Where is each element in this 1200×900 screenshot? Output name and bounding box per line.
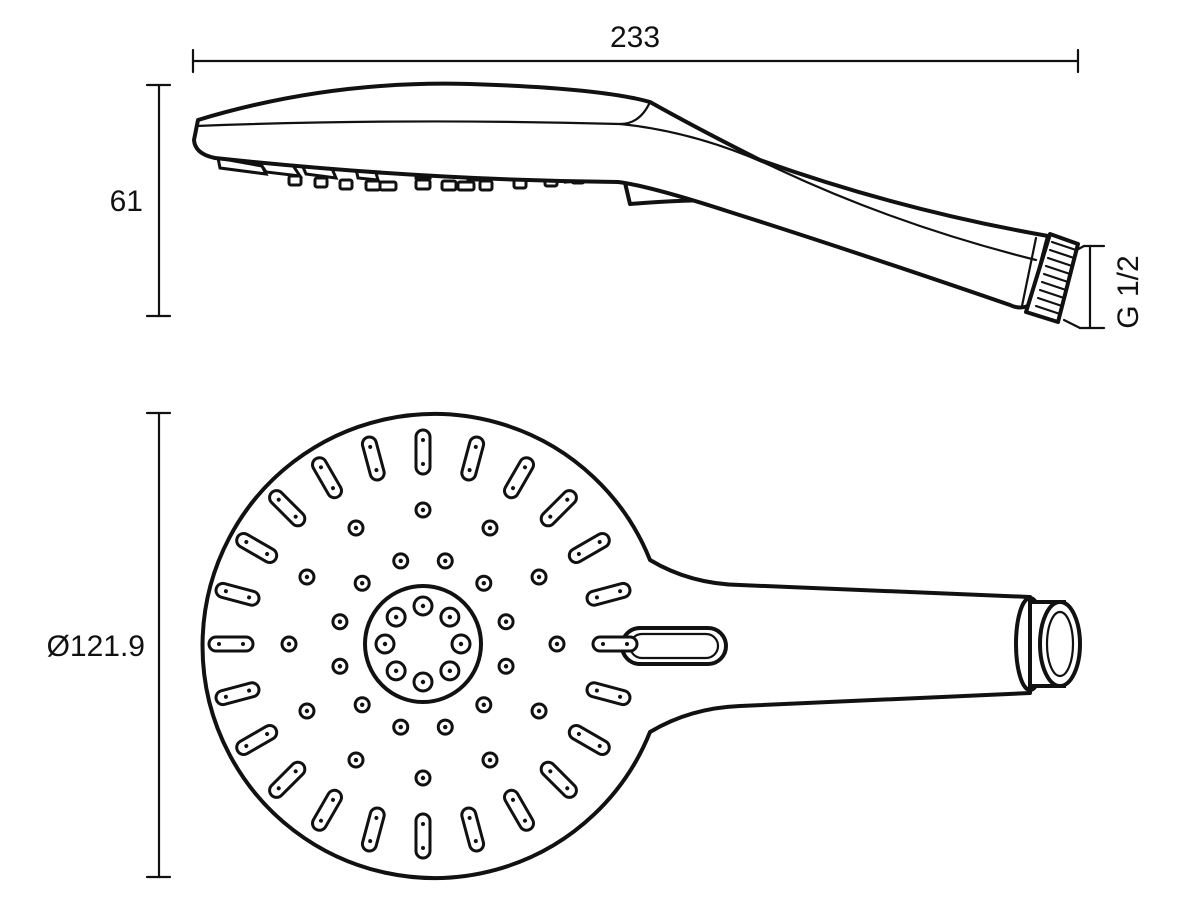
ring-nozzle-outer — [414, 501, 432, 519]
spray-slot — [460, 806, 486, 853]
ring-nozzle-outer — [530, 568, 548, 586]
diameter-dimension: Ø121.9 — [47, 411, 172, 879]
height-label: 61 — [110, 185, 143, 218]
length-label: 233 — [610, 21, 660, 54]
spray-slot — [585, 581, 632, 607]
ring-nozzle-inner — [497, 657, 515, 675]
spray-slot — [214, 581, 261, 607]
ring-nozzle-outer — [481, 751, 499, 769]
ring-nozzle-outer — [280, 635, 298, 653]
ring-nozzle-inner — [331, 613, 349, 631]
spray-slot — [235, 532, 279, 564]
ring-nozzle-outer — [548, 635, 566, 653]
side-view-thread — [1024, 232, 1080, 324]
center-spray-disc — [363, 584, 483, 704]
height-dimension: 61 — [110, 83, 172, 318]
spray-slot — [268, 760, 307, 799]
center-nozzle — [439, 606, 461, 628]
front-view — [200, 412, 1082, 880]
ring-nozzle-inner — [392, 718, 410, 736]
ring-nozzle-outer — [347, 751, 365, 769]
ring-nozzle-inner — [353, 574, 371, 592]
thread-dimension: G 1/2 — [1062, 244, 1145, 330]
center-nozzles — [374, 595, 472, 693]
spray-slot — [539, 760, 578, 799]
ring-nozzle-inner — [436, 718, 454, 736]
spray-slot — [360, 435, 386, 482]
outer-spray-slots — [207, 428, 639, 860]
spray-slot — [207, 635, 255, 653]
ring-nozzle-inner — [392, 552, 410, 570]
diameter-label: Ø121.9 — [47, 630, 145, 663]
spray-slot — [460, 435, 486, 482]
spray-slot — [414, 428, 432, 476]
length-dimension: 233 — [191, 21, 1080, 74]
center-nozzle — [385, 606, 407, 628]
thread-label: G 1/2 — [1112, 255, 1145, 328]
ring-nozzle-inner — [353, 696, 371, 714]
ring-nozzle-outer — [481, 519, 499, 537]
center-nozzle — [439, 660, 461, 682]
spray-slot — [503, 788, 535, 832]
spray-slot — [503, 456, 535, 500]
spray-slot — [585, 681, 632, 707]
center-nozzle — [412, 671, 434, 693]
spray-slot — [539, 489, 578, 528]
spray-slot — [567, 724, 611, 756]
ring-nozzle-inner — [331, 657, 349, 675]
center-nozzle — [385, 660, 407, 682]
spray-slot — [311, 788, 343, 832]
front-view-connector — [1014, 596, 1082, 692]
spray-slot — [235, 724, 279, 756]
side-view-body — [192, 81, 1050, 310]
spray-slot — [414, 812, 432, 860]
spray-slot — [268, 489, 307, 528]
ring-nozzle-outer — [298, 702, 316, 720]
ring-nozzle-inner — [497, 613, 515, 631]
spray-slot — [567, 532, 611, 564]
center-nozzle — [450, 633, 472, 655]
ring-nozzle-outer — [347, 519, 365, 537]
center-nozzle — [412, 595, 434, 617]
center-nozzle — [374, 633, 396, 655]
ring-nozzles — [280, 501, 566, 787]
spray-slot — [591, 635, 639, 653]
spray-slot — [311, 456, 343, 500]
ring-nozzle-inner — [475, 696, 493, 714]
ring-nozzle-outer — [414, 769, 432, 787]
spray-slot — [360, 806, 386, 853]
ring-nozzle-outer — [298, 568, 316, 586]
ring-nozzle-outer — [530, 702, 548, 720]
ring-nozzle-inner — [475, 574, 493, 592]
ring-nozzle-inner — [436, 552, 454, 570]
side-view — [192, 81, 1080, 324]
spray-slot — [214, 681, 261, 707]
